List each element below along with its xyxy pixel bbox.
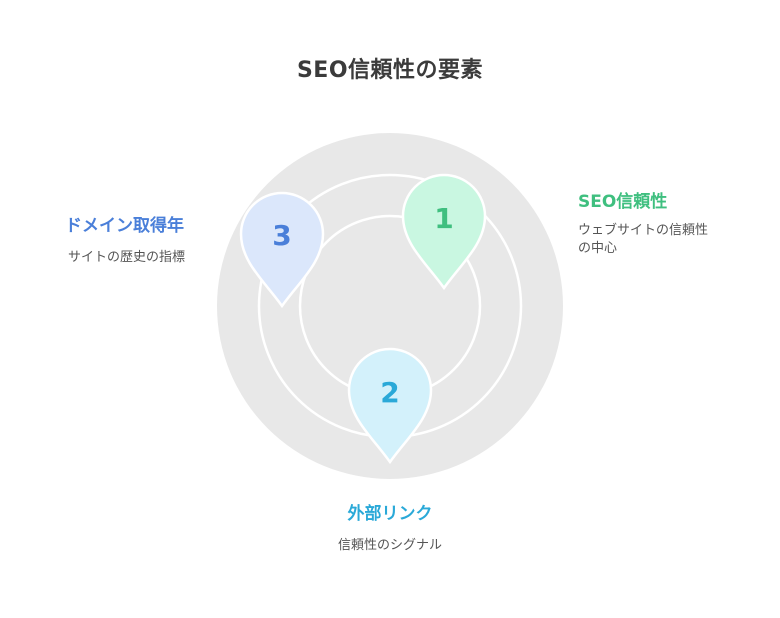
- item-2-heading: 外部リンク: [347, 504, 433, 524]
- diagram-title: SEO信頼性の要素: [296, 58, 484, 83]
- pin-1-number: 1: [434, 202, 453, 235]
- item-1-description-line2: の中心: [578, 241, 618, 256]
- item-1-description-line1: ウェブサイトの信頼性: [578, 223, 709, 238]
- pin-1-shape: [401, 173, 487, 291]
- item-3-heading: ドメイン取得年: [65, 216, 184, 236]
- pin-2: 2: [347, 347, 433, 465]
- pin-1: 1: [401, 173, 487, 291]
- item-1-heading: SEO信頼性: [578, 192, 668, 212]
- item-3-description: サイトの歴史の指標: [68, 250, 186, 265]
- pin-2-number: 2: [380, 376, 399, 409]
- item-1-description: ウェブサイトの信頼性 の中心: [578, 222, 748, 258]
- pin-3-number: 3: [272, 219, 291, 252]
- pin-3-shape: [239, 191, 325, 309]
- pin-2-shape: [347, 347, 433, 465]
- pin-3: 3: [239, 191, 325, 309]
- item-2-description: 信頼性のシグナル: [337, 538, 442, 553]
